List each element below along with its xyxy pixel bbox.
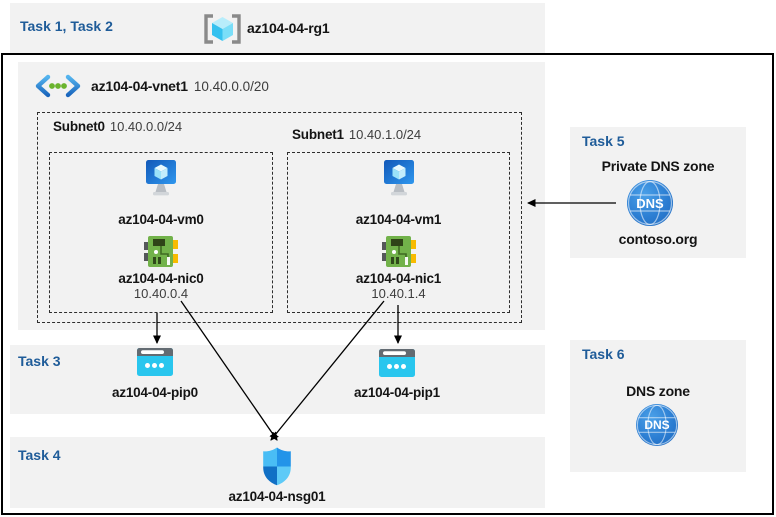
- task-3-label: Task 3: [18, 353, 61, 369]
- nsg-label: az104-04-nsg01: [228, 489, 326, 504]
- dns-icon-text-2: DNS: [644, 418, 670, 432]
- private-dns-zone-icon: DNS: [627, 180, 673, 226]
- vm1-label: az104-04-vm1: [355, 212, 442, 227]
- subnet1-name: Subnet1: [292, 127, 344, 142]
- resource-group-icon: [204, 14, 241, 44]
- vnet-cidr: 10.40.0.0/20: [193, 78, 269, 94]
- nsg-shield-icon: [263, 447, 291, 486]
- task-4-label: Task 4: [18, 447, 61, 463]
- nic0-ip: 10.40.0.4: [133, 286, 189, 301]
- subnet1-vm-box: az104-04-vm1 az104-04-nic1 10.40.1.4: [287, 152, 510, 313]
- nic1-label: az104-04-nic1: [355, 271, 442, 286]
- pip0-group: az104-04-pip0: [80, 348, 230, 400]
- resource-group-label: az104-04-rg1: [247, 20, 330, 36]
- subnet0-name: Subnet0: [53, 119, 105, 134]
- task-1-2-band: Task 1, Task 2 az104-04-rg1: [10, 3, 545, 53]
- subnet0-vm-box: az104-04-vm0 az104-04-nic0 10.40.0.4: [49, 152, 273, 313]
- subnet1-label: Subnet1 10.40.1.0/24: [292, 127, 421, 142]
- nic1-ip: 10.40.1.4: [371, 286, 426, 301]
- task-5-panel: Task 5 Private DNS zone DNS contoso.org: [570, 127, 746, 258]
- vm0-icon: [146, 160, 176, 196]
- subnet0-cidr: 10.40.0.0/24: [109, 119, 183, 134]
- task-6-panel: Task 6 DNS zone DNS: [570, 340, 746, 472]
- pip0-label: az104-04-pip0: [112, 385, 198, 400]
- public-ip0-icon: [137, 348, 173, 376]
- vm0-label: az104-04-vm0: [118, 212, 204, 227]
- dns-zone-name: contoso.org: [618, 231, 698, 247]
- private-dns-zone-title: Private DNS zone: [601, 158, 715, 174]
- vnet-name: az104-04-vnet1: [91, 78, 188, 94]
- dns-zone-icon: DNS: [636, 404, 678, 446]
- dns-icon-text: DNS: [636, 195, 664, 211]
- vnet-panel: az104-04-vnet1 10.40.0.0/20: [18, 62, 545, 330]
- nic1-icon: [381, 236, 416, 267]
- diagram-frame: [1, 53, 774, 515]
- dns-zone-title: DNS zone: [626, 383, 690, 399]
- pip1-label: az104-04-pip1: [354, 385, 440, 400]
- nsg-group: az104-04-nsg01: [202, 446, 352, 504]
- subnet1-cidr: 10.40.1.0/24: [348, 127, 422, 142]
- subnet0-label: Subnet0 10.40.0.0/24: [53, 119, 182, 134]
- nic0-icon: [144, 236, 178, 267]
- virtual-network-icon: [35, 74, 81, 98]
- public-ip1-icon: [379, 349, 415, 377]
- vm1-icon: [383, 160, 414, 196]
- virtual-network-header: az104-04-vnet1 10.40.0.0/20: [34, 74, 269, 98]
- task-1-2-label: Task 1, Task 2: [20, 18, 113, 34]
- nic0-label: az104-04-nic0: [118, 271, 204, 286]
- pip1-group: az104-04-pip1: [322, 349, 472, 400]
- task-5-label: Task 5: [582, 133, 625, 149]
- task-6-label: Task 6: [582, 346, 625, 362]
